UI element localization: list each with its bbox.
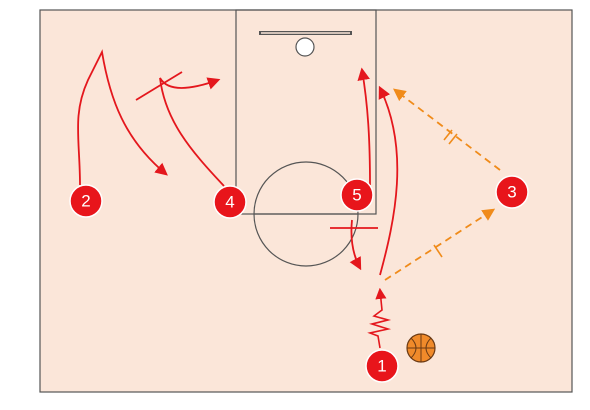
- player-2-marker: 2: [69, 184, 103, 218]
- drive-path-player-1: [378, 85, 399, 276]
- player-4-marker: 4: [213, 185, 247, 219]
- player-3-marker: 3: [495, 175, 529, 209]
- player-2-label: 2: [81, 192, 90, 211]
- pass-line-1-to-3: [384, 208, 496, 281]
- player-1-marker: 1: [365, 349, 399, 383]
- dribble-path-player-1: [367, 287, 392, 349]
- court-floor: [39, 9, 573, 393]
- player-3-label: 3: [507, 183, 516, 202]
- cut-path-player-4: [159, 77, 225, 187]
- cut-path-player-2: [77, 49, 168, 186]
- pass-tick-2a: [443, 129, 453, 141]
- pass-tick-2b: [448, 133, 458, 145]
- screen-bar-player-4: [135, 71, 183, 101]
- pass-line-3-to-top: [392, 88, 501, 171]
- roll-path: [349, 219, 362, 271]
- hoop-rim: [295, 37, 315, 57]
- basketball-icon: [406, 333, 436, 363]
- pass-tick-1: [433, 244, 443, 258]
- player-5-label: 5: [352, 186, 361, 205]
- player-4-label: 4: [225, 193, 234, 212]
- player-1-label: 1: [377, 357, 386, 376]
- player-5-marker: 5: [340, 178, 374, 212]
- cut-path-player-5: [357, 67, 371, 186]
